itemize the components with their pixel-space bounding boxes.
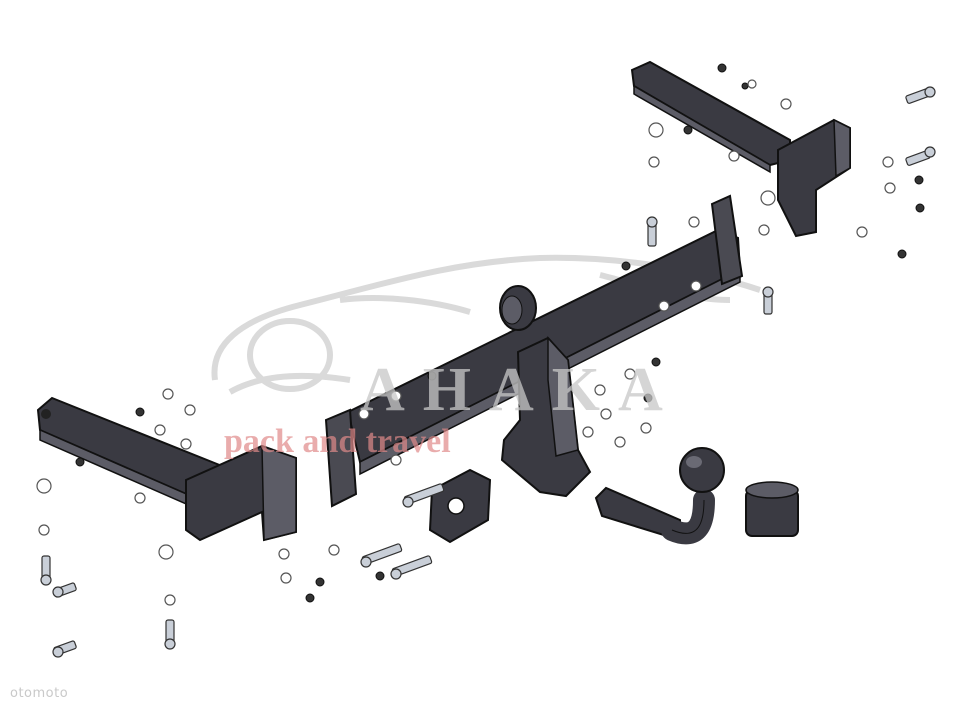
watermark-brand: AHAKA (360, 356, 681, 424)
bolt-icon (762, 286, 774, 315)
corner-watermark: otomoto (10, 686, 69, 701)
bolt-icon (905, 146, 936, 166)
bolt-icon (360, 543, 403, 568)
washers (36, 79, 896, 606)
bolt-icon (52, 640, 77, 658)
bolt-icon (905, 86, 936, 104)
bolt-icon (40, 555, 52, 586)
watermark-tagline: pack and travel (224, 423, 451, 460)
right-side-bracket (630, 60, 851, 238)
bolt-icon (390, 555, 433, 580)
mounting-bolts (40, 86, 936, 658)
bolt-icon (164, 619, 176, 650)
left-side-bracket (36, 396, 297, 542)
rubber-plug-icon (499, 285, 537, 331)
main-cross-beam (324, 194, 744, 508)
socket-bracket (428, 468, 492, 544)
ball-cover-cap (745, 481, 799, 537)
tow-ball-neck (594, 447, 725, 545)
bolt-icon (646, 216, 658, 247)
bolt-icon (52, 582, 77, 598)
nuts (75, 63, 925, 603)
bolt-icon (402, 483, 445, 508)
